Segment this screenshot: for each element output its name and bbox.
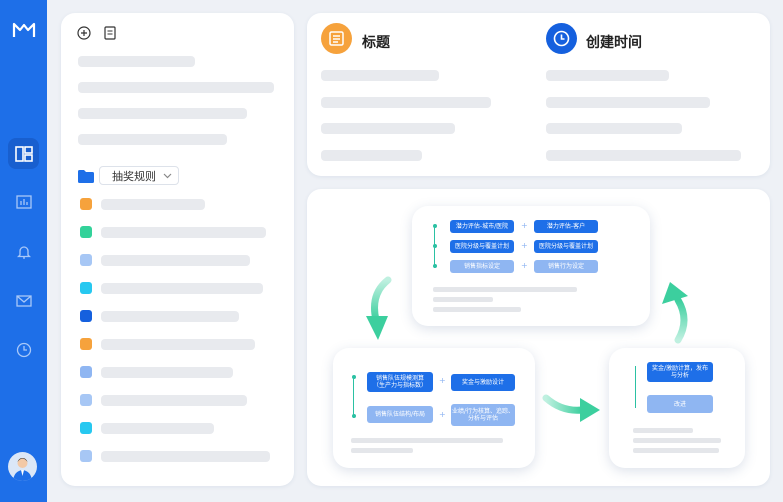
list-item-color-marker (80, 310, 92, 322)
placeholder-line (633, 428, 693, 433)
placeholder-line (433, 287, 577, 292)
list-panel (61, 13, 294, 486)
column-title[interactable]: 标题 (362, 35, 390, 51)
list-item[interactable] (101, 199, 205, 210)
column-created-time[interactable]: 创建时间 (586, 35, 642, 51)
connector-dot (351, 375, 356, 379)
step-bonus-design[interactable]: 奖金与激励设计 (451, 374, 515, 391)
plus-icon: + (439, 376, 446, 385)
placeholder-line (351, 438, 503, 443)
step-hospital-tier[interactable]: 医院分级与覆盖计划 (450, 240, 514, 253)
flow-node-right: 奖金/激励计算，发布 与分析 改进 (609, 348, 745, 468)
clock-icon (546, 23, 577, 54)
cell-placeholder (546, 97, 710, 108)
arrow-down-icon (366, 276, 392, 340)
list-item[interactable] (101, 227, 266, 238)
sidebar (0, 0, 47, 502)
list-item[interactable] (101, 451, 270, 462)
flow-node-top: 潜力评估-城市/医院 + 潜力评估-客户 医院分级与覆盖计划 + 医院分级与覆盖… (412, 206, 650, 326)
avatar[interactable] (8, 452, 37, 481)
list-item[interactable] (101, 255, 250, 266)
add-icon[interactable] (77, 25, 91, 44)
table-header-card: 标题 创建时间 (307, 13, 770, 176)
clock-icon[interactable] (8, 334, 39, 365)
list-item-color-marker (80, 282, 92, 294)
flow-node-left: 销售队伍规模测算 （生产力与指标数） + 奖金与激励设计 销售队伍结构/布局 +… (333, 348, 535, 468)
list-item[interactable] (101, 367, 233, 378)
list-item[interactable] (101, 339, 255, 350)
logo-icon[interactable] (8, 14, 39, 45)
arrow-right-icon (542, 394, 600, 422)
connector-line (353, 376, 354, 418)
cell-placeholder (321, 150, 422, 161)
plus-icon: + (439, 410, 446, 419)
step-performance-tracking[interactable]: 业绩/行为核算、追踪、 分析与评估 (451, 404, 515, 426)
cell-placeholder (546, 70, 669, 81)
cell-placeholder (321, 123, 455, 134)
chart-icon[interactable] (8, 186, 39, 217)
connector-line (635, 366, 636, 408)
placeholder-line (433, 307, 521, 312)
list-item[interactable] (101, 423, 214, 434)
placeholder-line (351, 448, 413, 453)
list-item-color-marker (80, 450, 92, 462)
rule-select[interactable]: 抽奖规则 (99, 166, 179, 185)
list-item[interactable] (101, 395, 247, 406)
connector-dot (432, 244, 437, 248)
step-sales-target[interactable]: 销售指标设定 (450, 260, 514, 273)
step-hospital-tier-2[interactable]: 医院分级与覆盖计划 (534, 240, 598, 253)
list-item[interactable] (101, 283, 263, 294)
list-item-color-marker (80, 198, 92, 210)
plus-icon: + (521, 221, 528, 230)
list-item-color-marker (80, 338, 92, 350)
step-team-size[interactable]: 销售队伍规模测算 （生产力与指标数） (367, 372, 433, 392)
list-item-color-marker (80, 226, 92, 238)
step-improve[interactable]: 改进 (647, 395, 713, 413)
placeholder-line (78, 56, 195, 67)
step-potential-city[interactable]: 潜力评估-城市/医院 (450, 220, 514, 233)
cell-placeholder (546, 123, 682, 134)
placeholder-line (433, 297, 493, 302)
list-item-color-marker (80, 254, 92, 266)
chevron-down-icon (163, 173, 172, 179)
mail-icon[interactable] (8, 285, 39, 316)
placeholder-line (78, 108, 247, 119)
document-icon[interactable] (104, 25, 116, 44)
cell-placeholder (321, 97, 491, 108)
step-sales-behavior[interactable]: 销售行为设定 (534, 260, 598, 273)
connector-dot (432, 224, 437, 228)
step-team-structure[interactable]: 销售队伍结构/布局 (367, 406, 433, 423)
step-bonus-calc[interactable]: 奖金/激励计算，发布 与分析 (647, 362, 713, 382)
folder-icon (78, 168, 94, 187)
list-icon (321, 23, 352, 54)
dashboard-icon[interactable] (8, 138, 39, 169)
plus-icon: + (521, 261, 528, 270)
arrow-up-icon (662, 282, 688, 344)
placeholder-line (78, 82, 274, 93)
plus-icon: + (521, 241, 528, 250)
placeholder-line (78, 134, 227, 145)
rule-select-label: 抽奖规则 (112, 169, 156, 183)
cell-placeholder (321, 70, 439, 81)
connector-dot (351, 414, 356, 418)
step-potential-customer[interactable]: 潜力评估-客户 (534, 220, 598, 233)
cell-placeholder (546, 150, 741, 161)
list-item-color-marker (80, 394, 92, 406)
placeholder-line (633, 438, 721, 443)
list-item-color-marker (80, 422, 92, 434)
list-item-color-marker (80, 366, 92, 378)
placeholder-line (633, 448, 719, 453)
connector-dot (432, 264, 437, 268)
list-item[interactable] (101, 311, 239, 322)
bell-icon[interactable] (8, 236, 39, 267)
